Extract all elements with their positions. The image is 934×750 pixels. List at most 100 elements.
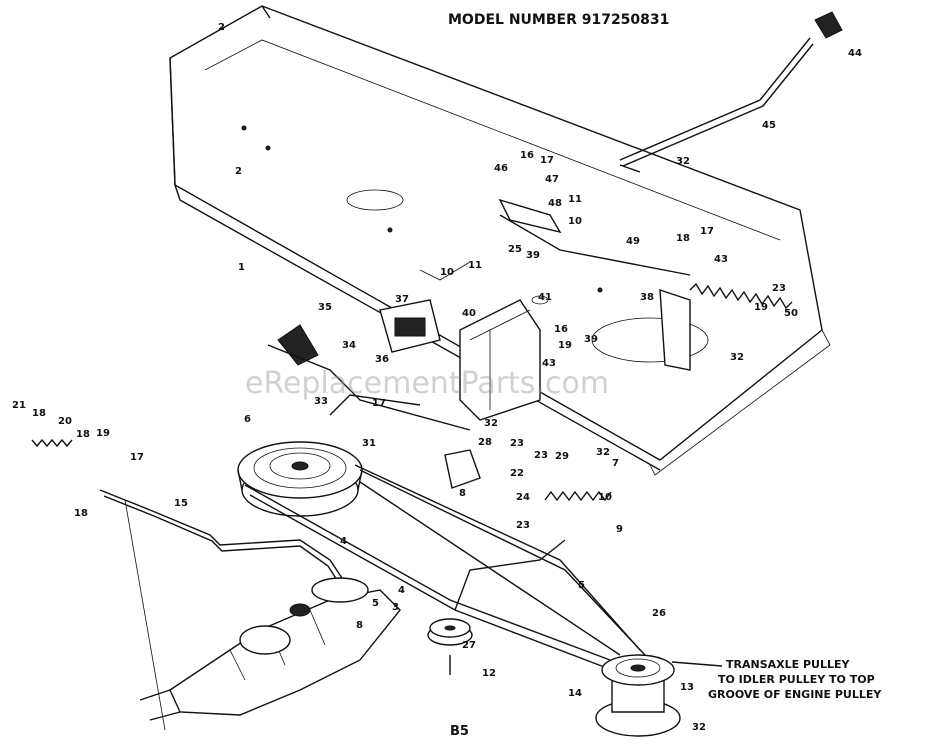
callout-label: 17 (540, 155, 554, 166)
callout-label: 43 (542, 358, 556, 369)
callout-label: 32 (692, 722, 706, 733)
rod-49 (499, 214, 691, 276)
bracket-assembly (459, 198, 691, 421)
callout-label: 11 (568, 194, 582, 205)
transaxle (139, 577, 401, 721)
callout-label: 13 (680, 682, 694, 693)
callout-label: 26 (652, 608, 666, 619)
callout-label: 39 (526, 250, 540, 261)
rod-32-upper (619, 164, 641, 173)
callout-label: 15 (174, 498, 188, 509)
callout-label: 7 (612, 458, 619, 469)
callout-label: 4 (340, 536, 347, 547)
callout-label: 14 (568, 688, 582, 699)
routing-note: TRANSAXLE PULLEY TO IDLER PULLEY TO TOP … (671, 658, 882, 701)
callout-label: 37 (395, 294, 409, 305)
callout-label: 16 (554, 324, 568, 335)
brake-lining (394, 317, 426, 337)
callout-label: 19 (96, 428, 110, 439)
callout-label: 48 (548, 198, 562, 209)
idler-pulley-26 (427, 618, 473, 675)
callout-label: 1 (238, 262, 245, 273)
model-number-title: MODEL NUMBER 917250831 (448, 12, 669, 28)
callout-label: 49 (626, 236, 640, 247)
callout-label: 4 (398, 585, 405, 596)
callout-label: 40 (462, 308, 476, 319)
callout-label: 44 (848, 48, 862, 59)
callout-label: 17 (130, 452, 144, 463)
callout-label: 43 (714, 254, 728, 265)
callout-label: 23 (516, 520, 530, 531)
callout-label: 18 (74, 508, 88, 519)
callout-label: 45 (762, 120, 776, 131)
callout-label: 18 (76, 429, 90, 440)
callout-label: 10 (568, 216, 582, 227)
note-line-1: TRANSAXLE PULLEY (726, 658, 850, 671)
callout-label: 32 (484, 418, 498, 429)
callout-label: 27 (462, 640, 476, 651)
note-line-2: TO IDLER PULLEY TO TOP (718, 673, 875, 686)
callout-label: 8 (459, 488, 466, 499)
callout-label: 50 (784, 308, 798, 319)
callout-label: 16 (520, 150, 534, 161)
callout-label: 10 (598, 492, 612, 503)
rod-45 (619, 11, 843, 167)
callout-label: 19 (558, 340, 572, 351)
callout-label: 46 (494, 163, 508, 174)
idler-bracket-22 (444, 449, 481, 489)
callout-label: 25 (508, 244, 522, 255)
callout-label: 38 (640, 292, 654, 303)
callout-label: 32 (676, 156, 690, 167)
callout-label: 29 (555, 451, 569, 462)
callout-label: 35 (318, 302, 332, 313)
watermark: eReplacementParts.com (245, 366, 609, 401)
callout-label: 31 (362, 438, 376, 449)
page-code: B5 (450, 724, 469, 739)
callout-label: 33 (314, 396, 328, 407)
rod-33 (329, 394, 421, 416)
callout-label: 9 (616, 524, 623, 535)
callout-label: 23 (772, 283, 786, 294)
idler-arm-9 (454, 539, 566, 611)
callout-label: 12 (482, 668, 496, 679)
callout-label: 32 (596, 447, 610, 458)
callout-label: 24 (516, 492, 530, 503)
spring-29 (544, 490, 612, 502)
callout-label: 17 (372, 398, 386, 409)
callout-label: 47 (545, 174, 559, 185)
spring-50 (689, 282, 793, 310)
callout-label: 21 (12, 400, 26, 411)
callout-label: 8 (356, 620, 363, 631)
callout-label: 18 (676, 233, 690, 244)
callout-label: 23 (534, 450, 548, 461)
callout-label: 41 (538, 292, 552, 303)
engine-pulley-6 (237, 441, 363, 517)
callout-label: 22 (510, 468, 524, 479)
callout-label: 3 (392, 602, 399, 613)
callout-label: 6 (244, 414, 251, 425)
drive-belt-8 (244, 464, 646, 671)
callout-label: 11 (468, 260, 482, 271)
callout-label: 36 (375, 354, 389, 365)
callout-label: 19 (754, 302, 768, 313)
brake-pad-35 (277, 324, 319, 366)
callout-label: 23 (510, 438, 524, 449)
callout-label: 32 (730, 352, 744, 363)
callout-label: 18 (32, 408, 46, 419)
rod-15 (99, 489, 351, 591)
chassis-plate (169, 5, 831, 476)
rod-34 (267, 344, 471, 431)
leader-18 (124, 499, 166, 731)
spring-20 (31, 438, 73, 448)
callout-label: 34 (342, 340, 356, 351)
transaxle-pulley-12 (595, 654, 681, 737)
note-line-3: GROOVE OF ENGINE PULLEY (708, 688, 882, 701)
callout-label: 10 (440, 267, 454, 278)
callout-label: 2 (235, 166, 242, 177)
callout-label: 5 (372, 598, 379, 609)
callout-label: 28 (478, 437, 492, 448)
callout-label: 39 (584, 334, 598, 345)
callout-label: 20 (58, 416, 72, 427)
